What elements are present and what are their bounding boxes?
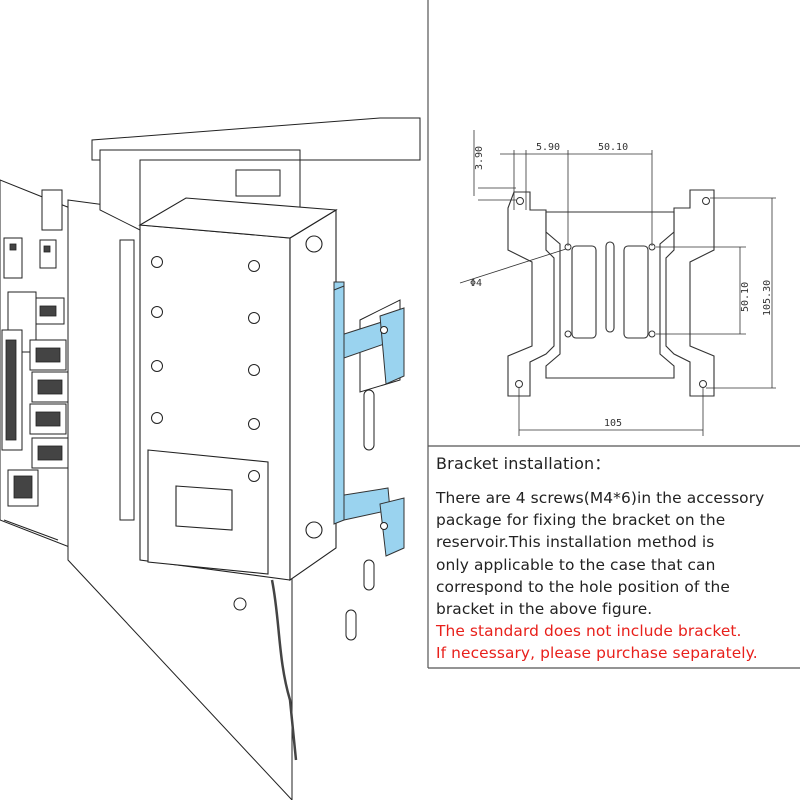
dimension-lines [459, 130, 776, 436]
dim-top-left: 5.90 [536, 142, 560, 153]
bracket-drawing-holes [515, 197, 710, 388]
instruction-line: correspond to the hole position of the [436, 577, 730, 596]
instruction-line: There are 4 screws(M4*6)in the accessory [436, 489, 765, 507]
bracket-drawing [507, 189, 715, 397]
dim-height-outer: 105.30 [762, 280, 773, 316]
instruction-line: bracket in the above figure. [436, 600, 653, 619]
dim-width: 105 [604, 418, 622, 429]
dim-hole: Φ4 [470, 278, 482, 289]
bracket-screw-holes [380, 326, 388, 530]
installation-text-panel: Bracket installation： There are 4 screws… [436, 450, 798, 665]
dim-vertical-small: 3.90 [474, 146, 485, 170]
reservoir [138, 197, 338, 582]
dim-height-inner: 50.10 [740, 282, 751, 312]
warning-note: The standard does not include bracket. [436, 622, 742, 641]
panel-borders [427, 0, 800, 669]
instruction-line: package for fixing the bracket on the [436, 511, 726, 530]
reservoir-screws [151, 256, 260, 482]
motherboard-detail [5, 243, 63, 499]
dim-top-right: 50.10 [598, 142, 628, 153]
warning-note: If necessary, please purchase separately… [436, 644, 758, 663]
instruction-line: only applicable to the case that can [436, 555, 716, 574]
cable [270, 579, 298, 761]
bracket-blue [333, 281, 405, 557]
installation-heading: Bracket installation： [436, 454, 611, 473]
instruction-line: reservoir.This installation method is [436, 533, 715, 552]
